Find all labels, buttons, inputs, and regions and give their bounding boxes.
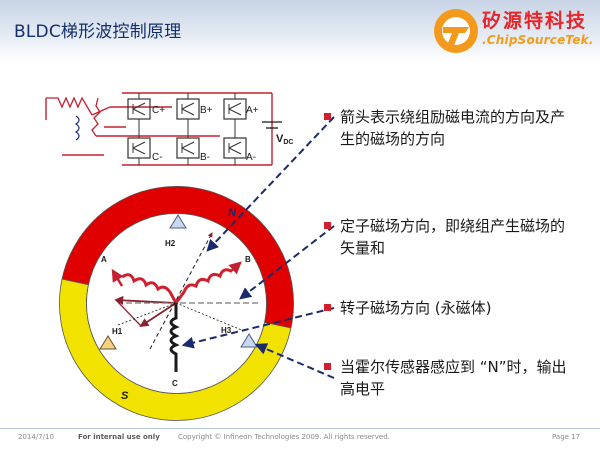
switch-leg-a	[223, 93, 247, 165]
pole-label-south: S	[121, 390, 129, 402]
switch-leg-c	[127, 93, 151, 165]
footer-date: 2014/7/10	[18, 433, 54, 441]
footer-page-number: Page 17	[552, 433, 581, 441]
phase-label-a: A	[101, 255, 107, 264]
bullet-marker	[324, 304, 331, 311]
bullet-item: 定子磁场方向，即绕组产生磁场的矢量和	[324, 215, 570, 259]
logo-name-en: .ChipSourceTek.	[482, 33, 594, 47]
bullet-item: 当霍尔传感器感应到 “N”时，输出高电平	[324, 356, 570, 400]
winding-phase-a	[121, 273, 178, 304]
footer-divider	[0, 428, 600, 429]
inverter-circuit: C+ B+ A+ C- B- A- VDC	[45, 92, 293, 166]
logo-name-cn: 矽源特科技	[482, 10, 588, 32]
hall-sensors	[99, 214, 258, 350]
field-vectors	[114, 232, 258, 350]
switch-leg-b	[176, 93, 200, 165]
pole-label-north: N	[228, 207, 237, 219]
supply-label: VDC	[276, 133, 293, 146]
bullet-text: 定子磁场方向，即绕组产生磁场的矢量和	[340, 217, 566, 257]
motor-winding-symbol	[46, 96, 111, 137]
bullet-marker	[324, 222, 331, 229]
bullet-marker	[324, 113, 331, 120]
phase-label-c: C	[172, 379, 178, 388]
bldc-diagram: C+ B+ A+ C- B- A- VDC N S H2 H1 H3 A B C	[45, 92, 335, 421]
hall-sensor-h2	[169, 214, 187, 229]
footer-copyright: Copyright © Infineon Technologies 2009. …	[178, 433, 390, 441]
hall-label-h2: H2	[165, 239, 176, 248]
switch-label: A-	[246, 152, 256, 163]
switch-label: C+	[152, 105, 165, 116]
bullet-item: 转子磁场方向 (永磁体)	[324, 297, 570, 319]
logo	[434, 9, 478, 53]
bullet-item: 箭头表示绕组励磁电流的方向及产生的磁场的方向	[324, 106, 570, 150]
hall-sensor-h1	[99, 335, 117, 350]
hall-label-h3: H3	[221, 326, 232, 335]
bullet-text: 当霍尔传感器感应到 “N”时，输出高电平	[340, 358, 567, 398]
header-band	[0, 0, 600, 62]
phase-label-b: B	[245, 255, 251, 264]
bullet-text: 箭头表示绕组励磁电流的方向及产生的磁场的方向	[340, 108, 566, 148]
switch-label: B-	[200, 152, 210, 163]
dc-supply-symbol	[262, 121, 282, 129]
callout-arrows	[181, 116, 335, 379]
hall-sensor-h3	[240, 333, 258, 348]
winding-phase-c	[169, 303, 180, 372]
switch-label: C-	[152, 152, 163, 163]
slide-title: BLDC梯形波控制原理	[14, 22, 182, 42]
winding-phase-b	[174, 268, 232, 304]
switch-label: B+	[200, 105, 213, 116]
bullet-marker	[324, 363, 331, 370]
switch-label: A+	[246, 105, 259, 116]
bullet-text: 转子磁场方向 (永磁体)	[340, 299, 492, 317]
hall-label-h1: H1	[112, 327, 123, 336]
footer-internal-notice: For internal use only	[78, 433, 160, 441]
